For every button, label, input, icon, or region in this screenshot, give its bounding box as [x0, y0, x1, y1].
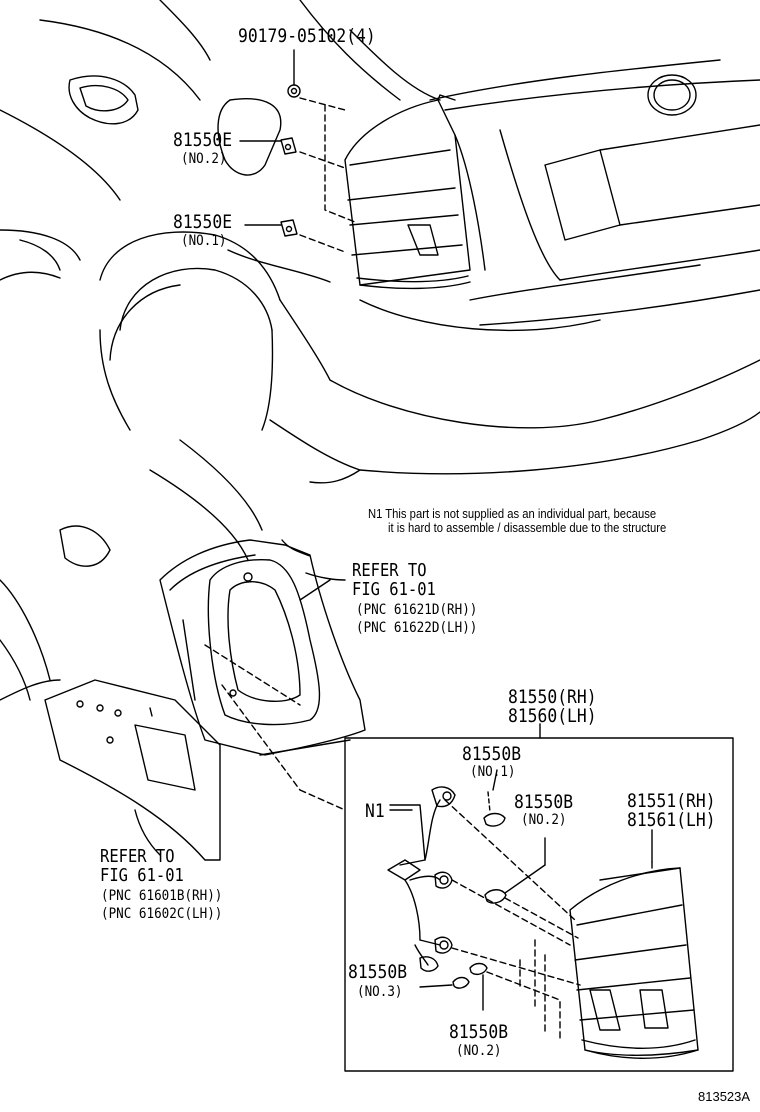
refer-upper-line-2: FIG 61-01 [352, 579, 436, 600]
refer-lower-line-4: (PNC 61602C(LH)) [101, 906, 223, 922]
bulbs [419, 791, 546, 1011]
car-body-upper [0, 0, 760, 484]
bulb-81550b-no3-part-number: 81550B [348, 961, 408, 983]
rear-lamp-installed [344, 94, 486, 290]
socket-81550e-no2-part-number: 81550E [173, 129, 233, 151]
refer-lower-line-2: FIG 61-01 [100, 865, 184, 886]
assembly-rh-part-number: 81550(RH) [508, 686, 597, 708]
refer-upper-line-3: (PNC 61621D(RH)) [356, 602, 478, 618]
socket-harness [387, 786, 456, 972]
refer-lower-line-1: REFER TO [100, 846, 175, 867]
socket-81550e-no2-suffix: (NO.2) [181, 151, 227, 167]
bulb-81550b-no3-suffix: (NO.3) [357, 984, 403, 1000]
bulb-81550b-no2-lower-part-number: 81550B [449, 1021, 509, 1043]
bulb-81550b-no2-upper-suffix: (NO.2) [521, 812, 567, 828]
bulb-81550b-no2-upper-part-number: 81550B [514, 791, 574, 813]
bulb-81550b-no1-suffix: (NO.1) [470, 764, 516, 780]
illustration-number: 813523A [698, 1089, 751, 1104]
n1-marker: N1 [365, 800, 385, 822]
assembly-lh-part-number: 81560(LH) [508, 705, 597, 727]
upper-fasteners [280, 84, 301, 237]
assembly-box [344, 723, 734, 1072]
upper-leaders [227, 49, 356, 283]
bulb-81550b-no1-part-number: 81550B [462, 743, 522, 765]
refer-lower-line-3: (PNC 61601B(RH)) [101, 888, 223, 904]
car-body-lower [0, 439, 366, 861]
socket-81550e-no1-part-number: 81550E [173, 211, 233, 233]
footnote-line-1: N1 This part is not supplied as an indiv… [368, 507, 657, 521]
bulb-81550b-no2-lower-suffix: (NO.2) [456, 1043, 502, 1059]
lower-leaders [134, 572, 346, 856]
socket-81550e-no1-suffix: (NO.1) [181, 233, 227, 249]
footnote-line-2: it is hard to assemble / disassemble due… [388, 521, 667, 535]
lens-lh-part-number: 81561(LH) [627, 809, 716, 831]
box-leaders [389, 769, 653, 863]
lens-rh-part-number: 81551(RH) [627, 790, 716, 812]
bolt-part-number: 90179-05102(4) [238, 25, 376, 47]
refer-upper-line-1: REFER TO [352, 560, 427, 581]
lamp-lens [569, 861, 699, 1059]
refer-upper-line-4: (PNC 61622D(LH)) [356, 620, 478, 636]
assembly-guides [444, 799, 581, 1041]
